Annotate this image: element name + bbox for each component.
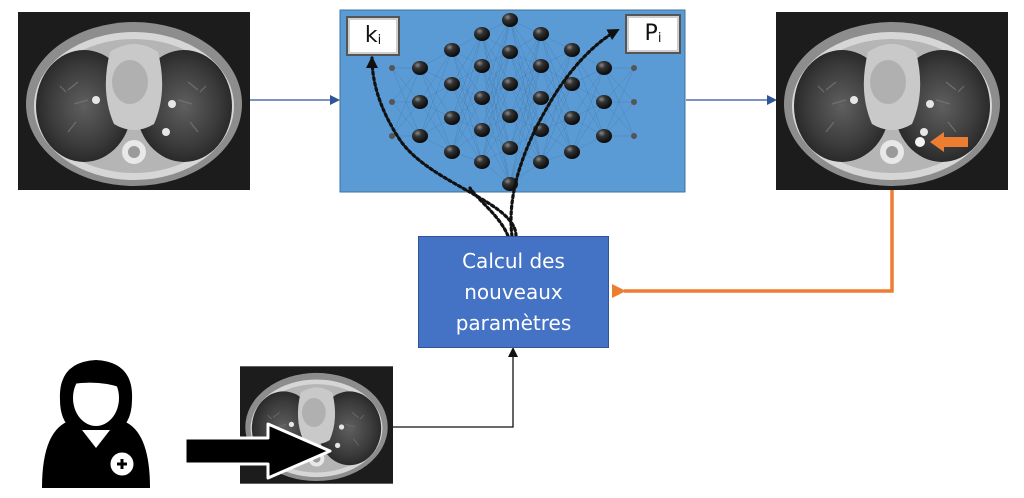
network-node bbox=[631, 133, 637, 139]
network-node bbox=[502, 141, 518, 155]
backprop-arrows bbox=[366, 28, 620, 238]
network-node bbox=[412, 129, 428, 143]
network-node bbox=[389, 99, 395, 105]
feedback-arrow bbox=[612, 190, 894, 298]
network-node bbox=[502, 13, 518, 27]
input-label-letter: k bbox=[364, 23, 378, 48]
network-node bbox=[444, 43, 460, 57]
network-node bbox=[596, 61, 612, 75]
network-node bbox=[474, 155, 490, 169]
output-label-subscript: i bbox=[657, 30, 662, 46]
network-node bbox=[474, 27, 490, 41]
doctor-icon bbox=[42, 360, 150, 488]
parameter-update-box: Calcul des nouveaux paramètres bbox=[418, 236, 609, 348]
network-node bbox=[412, 61, 428, 75]
detected-nodule bbox=[915, 137, 925, 147]
annotated-ct-scan-image bbox=[240, 366, 393, 484]
network-node bbox=[564, 77, 580, 91]
backprop-arrow-to-input bbox=[366, 56, 518, 238]
network-node bbox=[502, 77, 518, 91]
backprop-arrow-center bbox=[468, 186, 510, 238]
network-node bbox=[596, 129, 612, 143]
backprop-arrow-to-output bbox=[509, 28, 620, 238]
network-node bbox=[533, 91, 549, 105]
network-node bbox=[389, 133, 395, 139]
network-node bbox=[631, 65, 637, 71]
detection-pointer-arrow-icon bbox=[930, 132, 968, 152]
network-node bbox=[444, 77, 460, 91]
parameter-update-text: Calcul des nouveaux paramètres bbox=[455, 248, 572, 335]
network-node bbox=[444, 111, 460, 125]
network-node bbox=[474, 91, 490, 105]
network-node bbox=[533, 155, 549, 169]
network-node bbox=[631, 99, 637, 105]
network-node bbox=[412, 95, 428, 109]
network-node bbox=[474, 123, 490, 137]
output-label-letter: P bbox=[644, 21, 658, 46]
network-node bbox=[474, 59, 490, 73]
network-node bbox=[564, 145, 580, 159]
input-ct-scan-image bbox=[18, 12, 250, 190]
network-node bbox=[389, 65, 395, 71]
output-ct-scan-image bbox=[776, 12, 1008, 190]
network-node bbox=[533, 59, 549, 73]
network-node bbox=[502, 45, 518, 59]
network-node bbox=[444, 145, 460, 159]
network-node bbox=[564, 43, 580, 57]
network-node bbox=[564, 111, 580, 125]
annotation-arrow-icon bbox=[183, 422, 332, 480]
input-label-subscript: i bbox=[377, 32, 382, 48]
network-node bbox=[596, 95, 612, 109]
network-node bbox=[533, 27, 549, 41]
arrow-annotation-to-update bbox=[393, 347, 518, 428]
network-node bbox=[502, 109, 518, 123]
